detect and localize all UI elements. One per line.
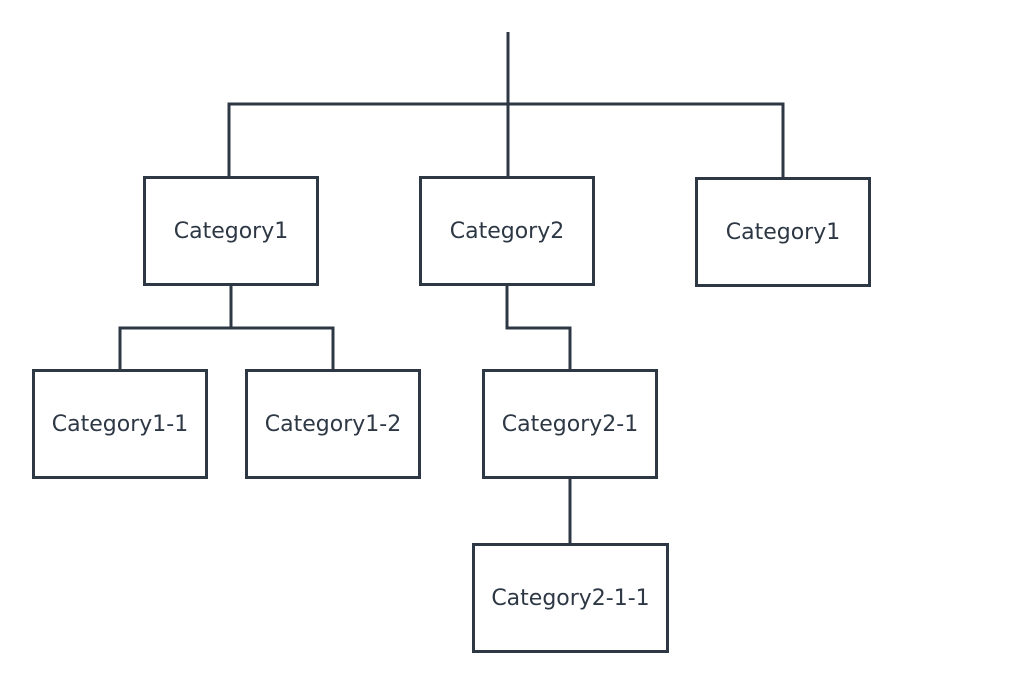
node-category1-1[interactable]: Category1-1 [32, 369, 208, 479]
node-category2[interactable]: Category2 [419, 176, 595, 286]
node-category1-2[interactable]: Category1-2 [245, 369, 421, 479]
connector-cat2-to-cat2-1 [505, 285, 572, 370]
node-label: Category2-1 [501, 411, 639, 437]
connector-cat1-to-children [118, 285, 335, 370]
node-label: Category2-1-1 [491, 585, 650, 611]
node-category1[interactable]: Category1 [143, 176, 319, 286]
node-category2-1-1[interactable]: Category2-1-1 [472, 543, 669, 653]
connector-root-to-level1 [227, 102, 785, 178]
node-label: Category1 [725, 219, 841, 245]
node-category1-right[interactable]: Category1 [695, 177, 871, 287]
node-label: Category1 [173, 218, 289, 244]
node-label: Category2 [449, 218, 565, 244]
node-label: Category1-2 [264, 411, 402, 437]
node-label: Category1-1 [51, 411, 189, 437]
node-category2-1[interactable]: Category2-1 [482, 369, 658, 479]
